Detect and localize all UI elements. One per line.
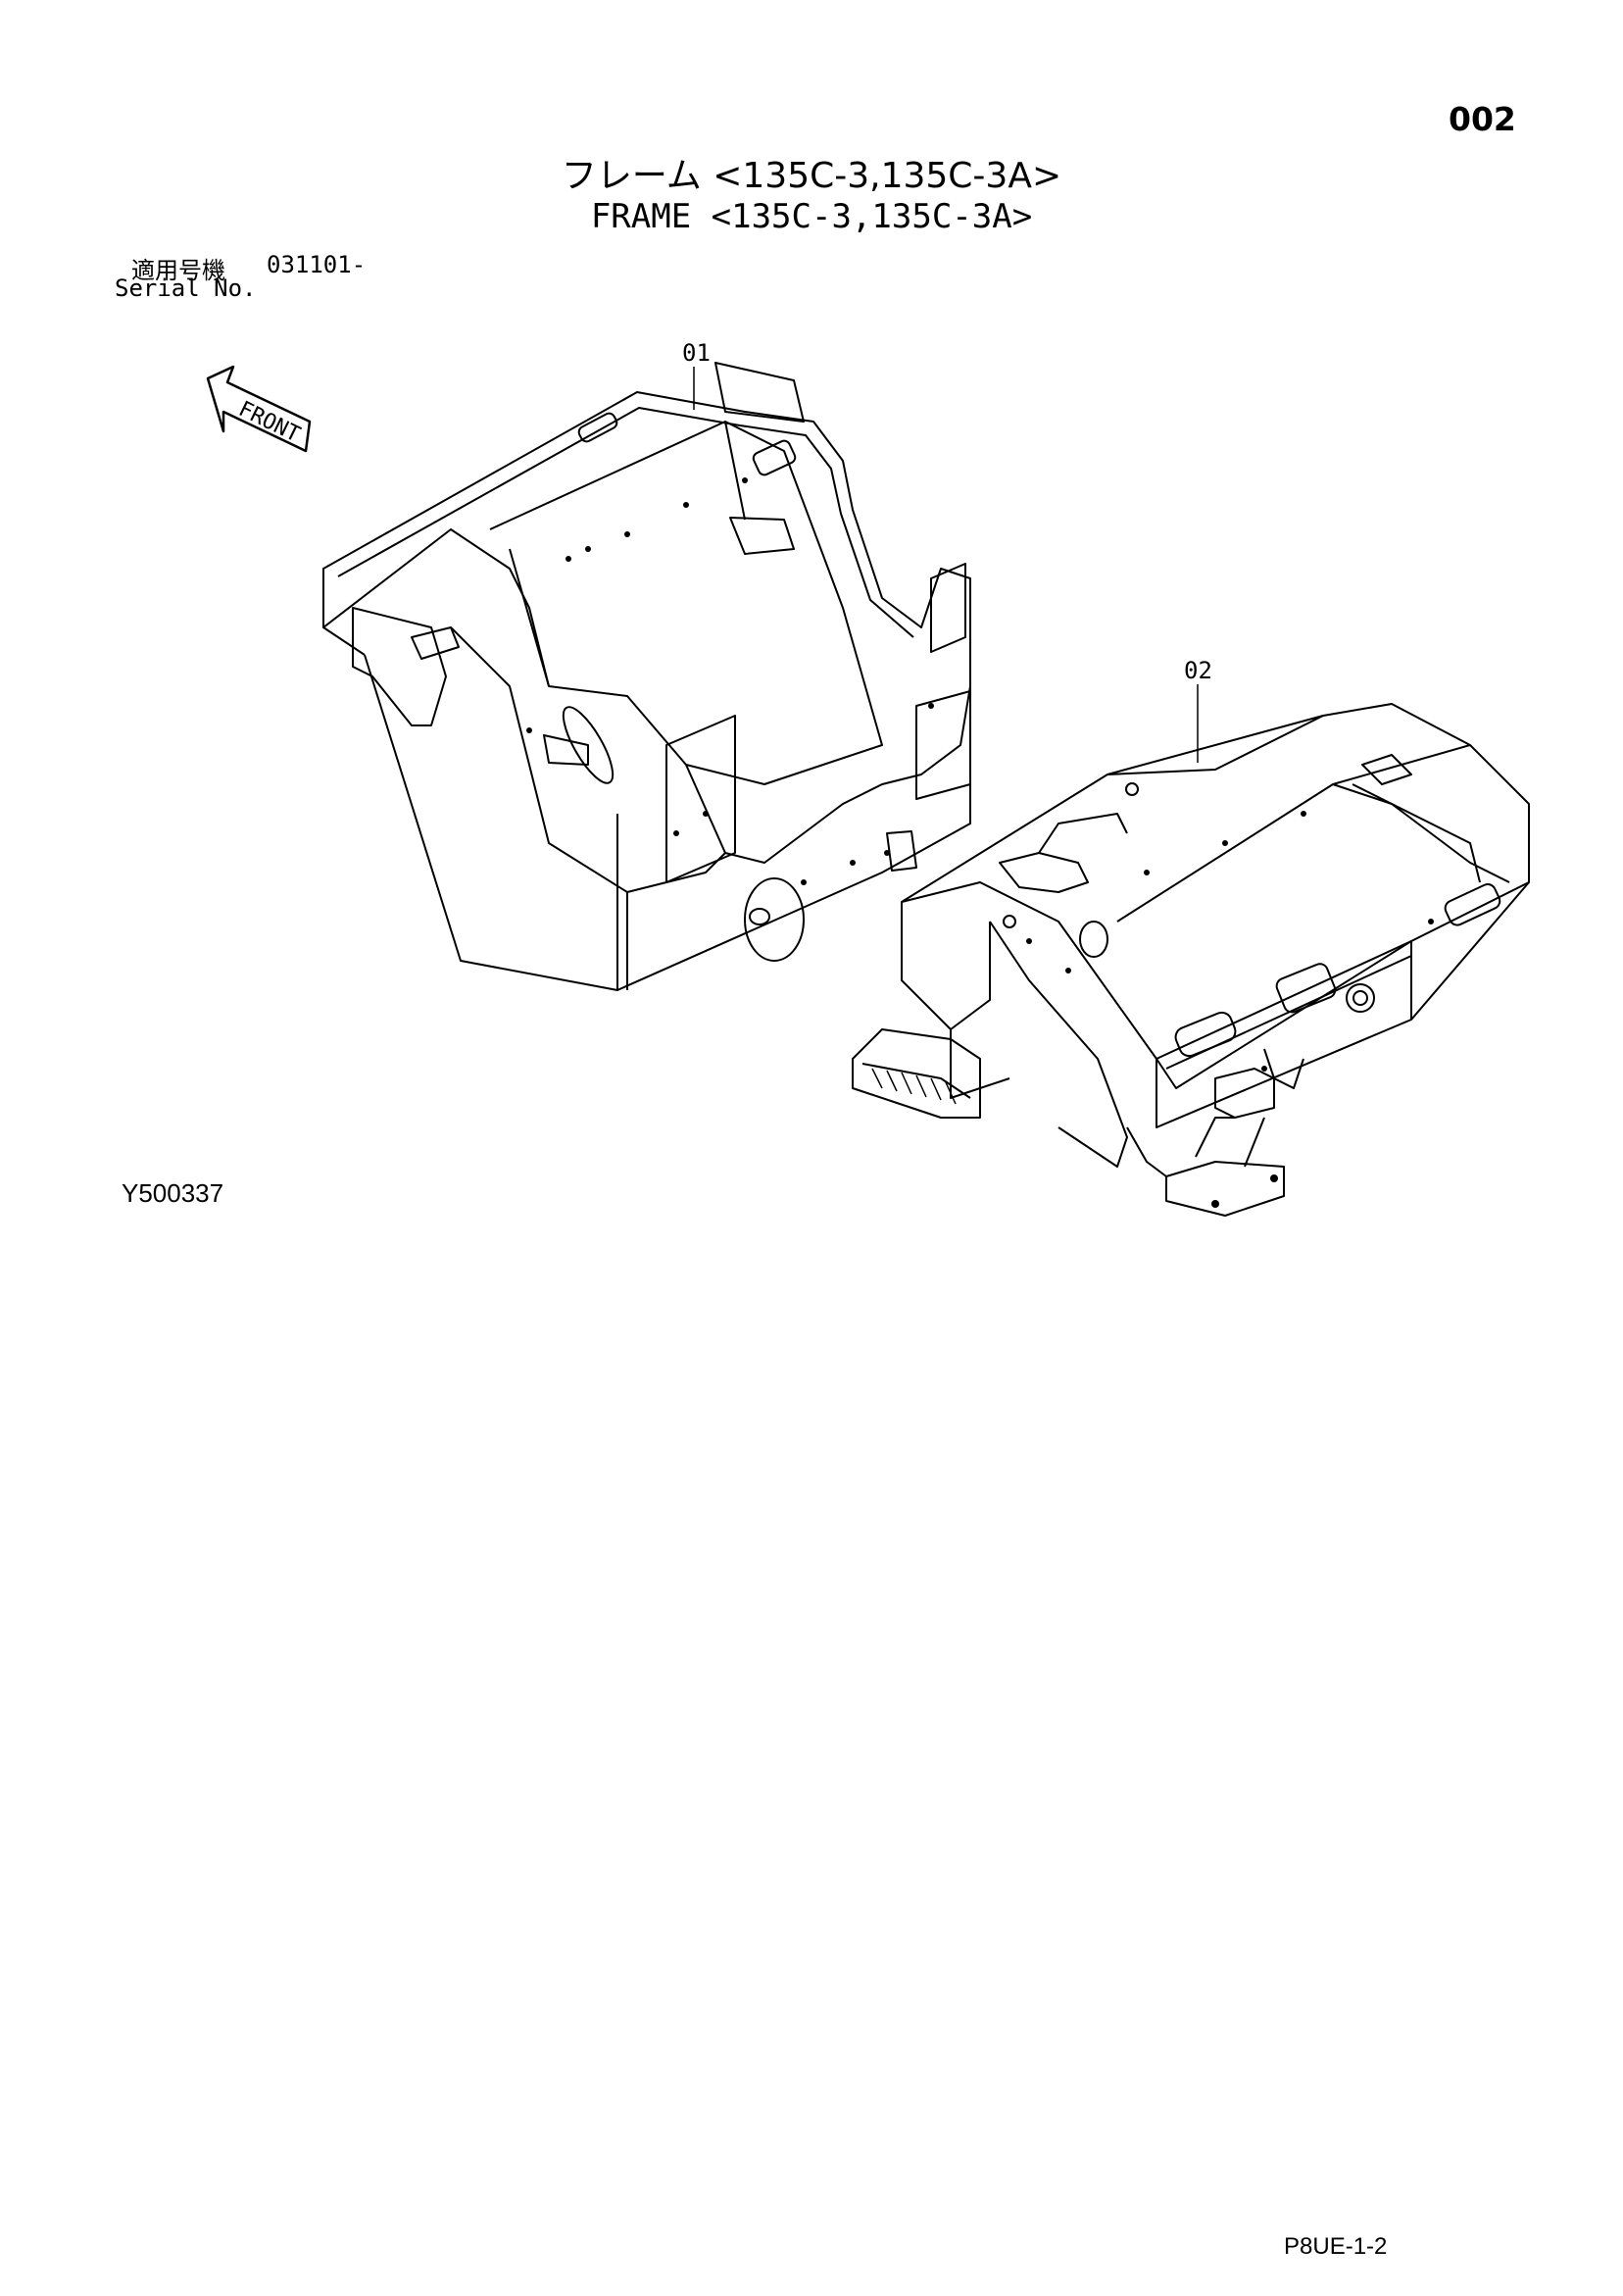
serial-number-value: 031101- xyxy=(267,251,367,278)
document-code: P8UE-1-2 xyxy=(1284,2233,1388,2260)
title-english: FRAME <135C-3,135C-3A> xyxy=(590,197,1033,236)
callout-02: 02 xyxy=(1184,657,1212,763)
serial-label-english: Serial No. xyxy=(115,275,257,302)
page-number: 002 xyxy=(1449,100,1516,138)
frame-part-02 xyxy=(852,703,1530,1217)
callout-01-label: 01 xyxy=(682,339,711,367)
title-japanese: フレーム <135C-3,135C-3A> xyxy=(561,156,1062,196)
frame-part-01 xyxy=(322,362,971,991)
serial-label-japanese: 適用号機 xyxy=(131,257,225,284)
front-arrow-icon: FRONT xyxy=(206,365,312,453)
callout-02-label: 02 xyxy=(1184,657,1212,684)
drawing-code: Y500337 xyxy=(122,1178,224,1208)
callout-01: 01 xyxy=(682,339,711,410)
